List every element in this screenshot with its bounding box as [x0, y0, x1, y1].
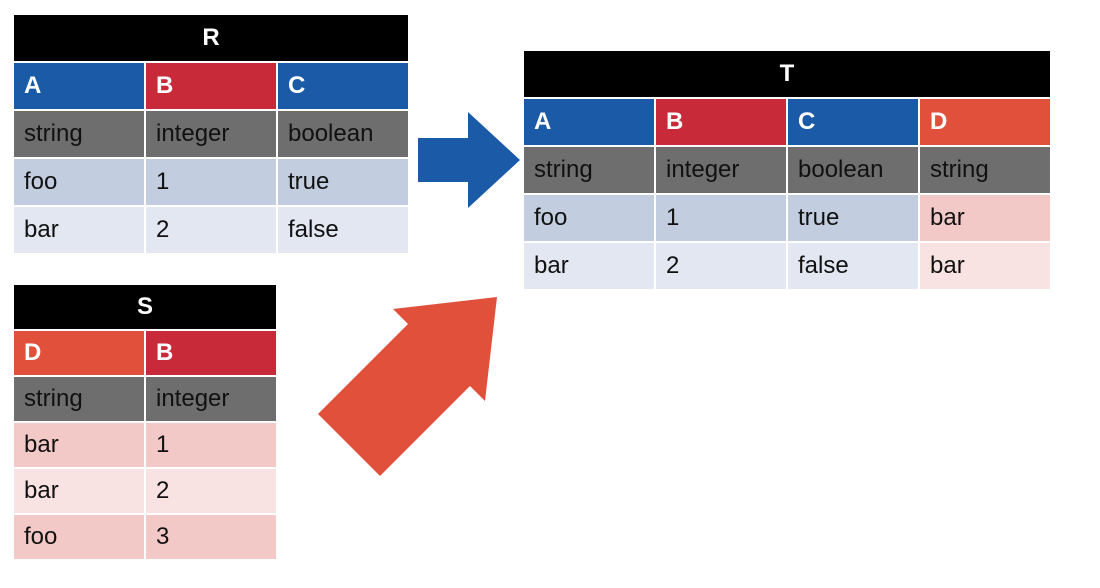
table-row: foo 1 true — [14, 159, 408, 205]
table-cell: 1 — [146, 159, 276, 205]
table-row: bar 2 false bar — [524, 243, 1050, 289]
table-cell: 2 — [146, 207, 276, 253]
table-t-type-d: string — [920, 147, 1050, 193]
table-row: foo 1 true bar — [524, 195, 1050, 241]
table-r-type-b: integer — [146, 111, 276, 157]
table-r-title: R — [14, 15, 408, 61]
table-s-type-b: integer — [146, 377, 276, 421]
table-row: bar 1 — [14, 423, 276, 467]
table-r-col-c: C — [278, 63, 408, 109]
table-t-type-b: integer — [656, 147, 786, 193]
table-cell: 1 — [146, 423, 276, 467]
table-cell: false — [278, 207, 408, 253]
table-r-col-a: A — [14, 63, 144, 109]
table-s-type-d: string — [14, 377, 144, 421]
table-t-col-d: D — [920, 99, 1050, 145]
table-cell: 1 — [656, 195, 786, 241]
table-cell: 3 — [146, 515, 276, 559]
orange-arrow-s-to-t — [318, 297, 497, 476]
table-cell: bar — [14, 469, 144, 513]
table-cell: foo — [524, 195, 654, 241]
table-cell: bar — [14, 423, 144, 467]
table-t-col-a: A — [524, 99, 654, 145]
table-row: foo 3 — [14, 515, 276, 559]
table-cell: true — [788, 195, 918, 241]
table-s: S D B string integer bar 1 bar 2 foo 3 — [12, 283, 278, 561]
table-cell: bar — [920, 243, 1050, 289]
table-s-title: S — [14, 285, 276, 329]
table-t-type-a: string — [524, 147, 654, 193]
table-cell: 2 — [656, 243, 786, 289]
table-cell: bar — [14, 207, 144, 253]
table-r: R A B C string integer boolean foo 1 tru… — [12, 13, 410, 255]
table-cell: true — [278, 159, 408, 205]
table-cell: foo — [14, 515, 144, 559]
table-row: bar 2 false — [14, 207, 408, 253]
table-r-type-a: string — [14, 111, 144, 157]
table-row: bar 2 — [14, 469, 276, 513]
table-r-col-b: B — [146, 63, 276, 109]
table-t-col-c: C — [788, 99, 918, 145]
table-s-col-b: B — [146, 331, 276, 375]
table-t-title: T — [524, 51, 1050, 97]
table-cell: bar — [524, 243, 654, 289]
table-t: T A B C D string integer boolean string … — [522, 49, 1052, 291]
table-t-col-b: B — [656, 99, 786, 145]
table-cell: bar — [920, 195, 1050, 241]
table-cell: false — [788, 243, 918, 289]
blue-arrow-r-to-t — [418, 112, 520, 208]
table-s-col-d: D — [14, 331, 144, 375]
table-cell: foo — [14, 159, 144, 205]
table-t-type-c: boolean — [788, 147, 918, 193]
table-r-type-c: boolean — [278, 111, 408, 157]
table-cell: 2 — [146, 469, 276, 513]
